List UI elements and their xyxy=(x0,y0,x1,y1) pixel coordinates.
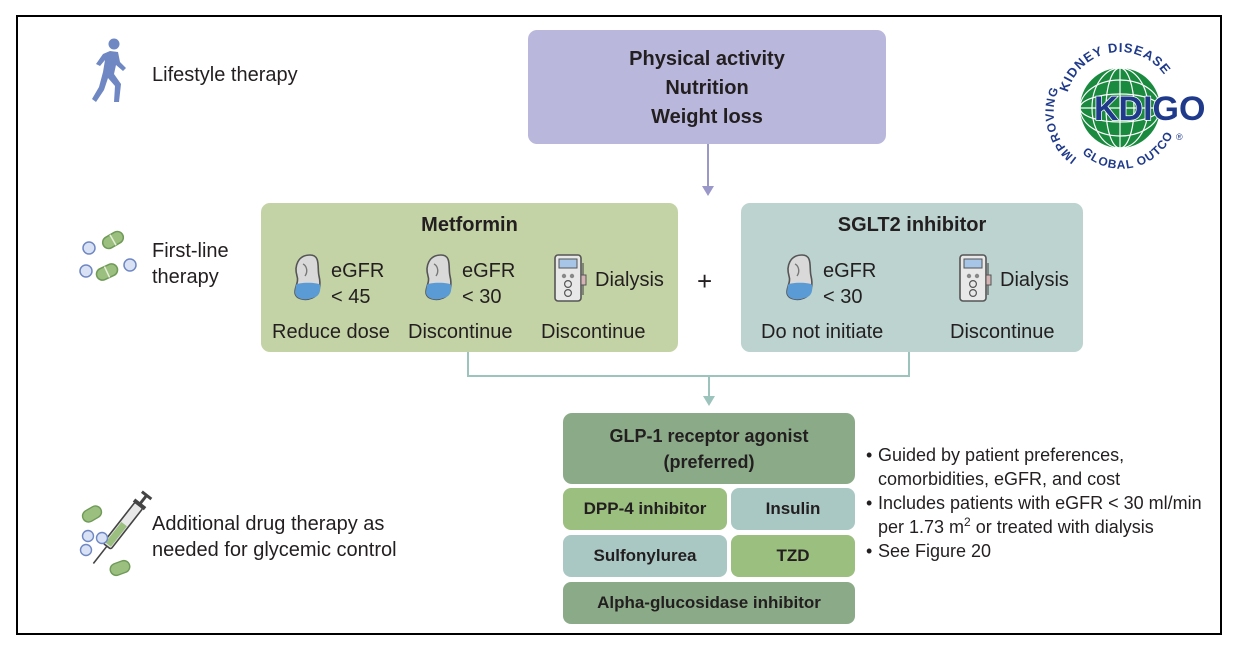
sglt2-cond-2: Dialysis xyxy=(1000,269,1069,291)
kidney-icon xyxy=(294,254,321,301)
lifestyle-label: Lifestyle therapy xyxy=(152,64,298,86)
metformin-cond-2-line-2: < 30 xyxy=(462,286,502,308)
sglt2-cond-1-line-2: < 30 xyxy=(823,286,863,308)
sglt2-cond-1: eGFR < 30 xyxy=(823,258,876,310)
metformin-action-1: Reduce dose xyxy=(272,321,390,343)
lifestyle-line-2: Nutrition xyxy=(665,77,749,99)
alpha-glucosidase-box: Alpha-glucosidase inhibitor xyxy=(563,582,855,624)
note-item: Includes patients with eGFR < 30 ml/min … xyxy=(866,491,1206,539)
dialysis-machine-icon xyxy=(959,254,992,302)
metformin-cond-2-line-1: eGFR xyxy=(462,260,516,282)
firstline-label: First-line therapy xyxy=(152,238,229,290)
kidney-icon xyxy=(786,254,813,301)
metformin-action-2: Discontinue xyxy=(408,321,513,343)
note-item: See Figure 20 xyxy=(866,539,1206,563)
metformin-cond-1: eGFR < 45 xyxy=(331,258,384,310)
logo-wordmark: KDIGO xyxy=(1094,90,1205,128)
metformin-cond-1-line-1: eGFR xyxy=(331,260,385,282)
firstline-label-line-1: First-line xyxy=(152,240,229,262)
additional-label-line-2: needed for glycemic control xyxy=(152,539,397,561)
figure-frame xyxy=(16,15,1222,635)
glp1-box: GLP-1 receptor agonist (preferred) xyxy=(563,413,855,484)
syringe-pills-icon xyxy=(79,490,153,577)
metformin-action-3: Discontinue xyxy=(541,321,646,343)
running-person-icon xyxy=(92,38,126,102)
sulfonylurea-box: Sulfonylurea xyxy=(563,535,727,577)
metformin-cond-2: eGFR < 30 xyxy=(462,258,515,310)
sglt2-title: SGLT2 inhibitor xyxy=(837,214,987,236)
sglt2-action-1: Do not initiate xyxy=(761,321,884,343)
metformin-cond-1-line-2: < 45 xyxy=(331,286,371,308)
sglt2-cond-1-line-1: eGFR xyxy=(823,260,877,282)
glp1-line-2: (preferred) xyxy=(663,452,755,472)
lifestyle-line-1: Physical activity xyxy=(629,48,785,70)
lifestyle-box: Physical activity Nutrition Weight loss xyxy=(528,30,886,144)
kidney-icon xyxy=(425,254,452,301)
additional-label: Additional drug therapy as needed for gl… xyxy=(152,511,397,563)
metformin-box: Metformin eGFR < 45 Reduce dose eGFR < 3… xyxy=(261,203,678,352)
kdigo-logo: KIDNEY DISEASE IMPROVING GLOBAL OUTCOMES… xyxy=(1035,17,1207,172)
sglt2-action-2: Discontinue xyxy=(950,321,1055,343)
metformin-title: Metformin xyxy=(421,214,518,236)
glp1-line-1: GLP-1 receptor agonist xyxy=(609,426,809,446)
connector-firstline-to-additional xyxy=(467,352,910,406)
svg-text:IMPROVING: IMPROVING xyxy=(1042,85,1078,167)
note-superscript: 2 xyxy=(964,515,971,529)
metformin-cond-3: Dialysis xyxy=(595,269,664,291)
lifestyle-line-3: Weight loss xyxy=(651,106,763,128)
sglt2-box: SGLT2 inhibitor eGFR < 30 Do not initiat… xyxy=(741,203,1083,352)
note-tail: or treated with dialysis xyxy=(970,517,1154,537)
arrow-lifestyle-to-firstline xyxy=(702,144,714,196)
insulin-box: Insulin xyxy=(731,488,855,530)
tzd-box: TZD xyxy=(731,535,855,577)
firstline-label-line-2: therapy xyxy=(152,266,219,288)
dpp4-box: DPP-4 inhibitor xyxy=(563,488,727,530)
additional-label-line-1: Additional drug therapy as xyxy=(152,513,385,535)
plus-sign: + xyxy=(697,266,713,296)
note-text: Includes patients with eGFR < 30 ml/min … xyxy=(878,493,1202,537)
note-item: Guided by patient preferences, comorbidi… xyxy=(866,443,1206,491)
dialysis-machine-icon xyxy=(554,254,587,302)
notes-list: Guided by patient preferences, comorbidi… xyxy=(866,443,1206,563)
logo-registered: ® xyxy=(1176,132,1183,142)
pills-icon xyxy=(79,230,137,281)
logo-arc-left: IMPROVING xyxy=(1042,85,1077,167)
